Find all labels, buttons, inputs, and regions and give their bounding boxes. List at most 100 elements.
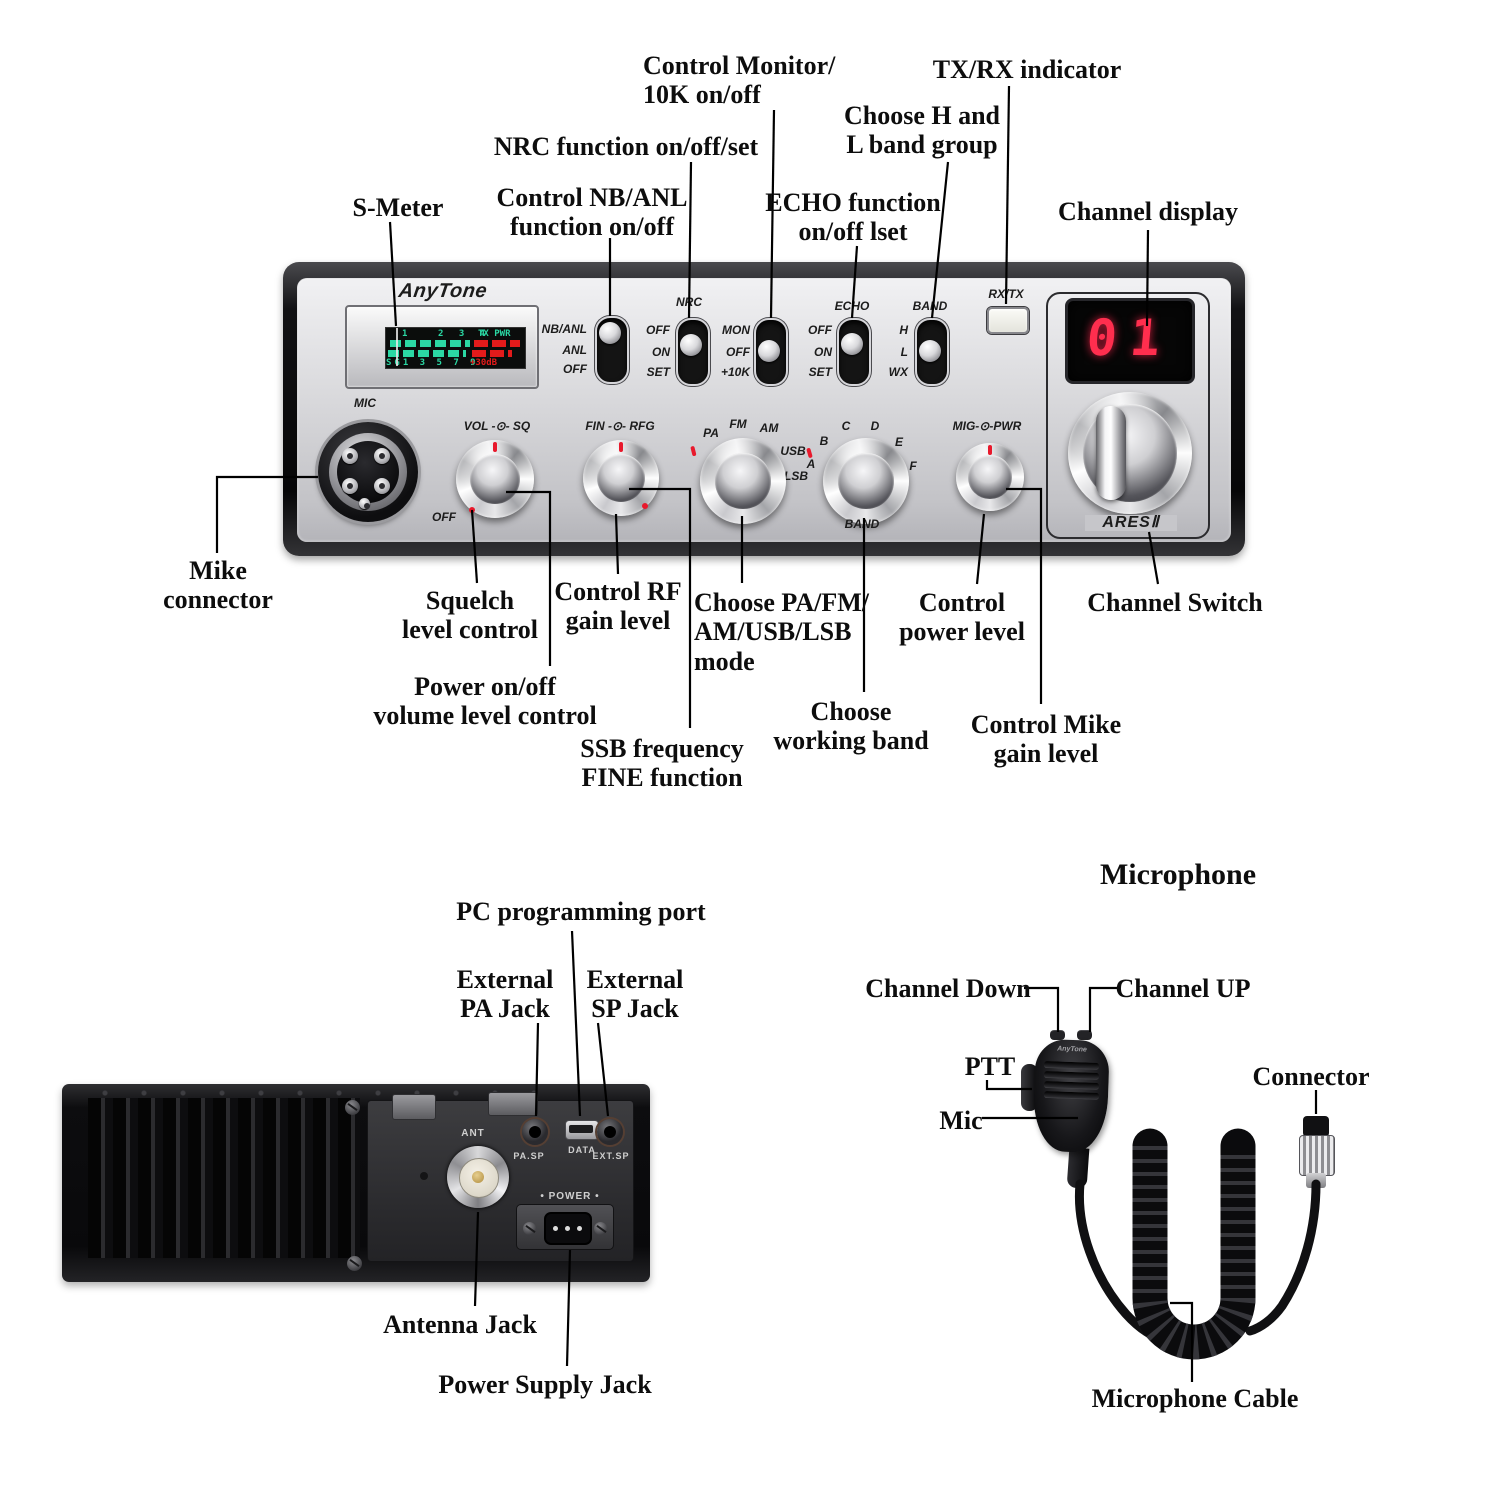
meter-green-bar-2 [388,350,466,357]
callout-power-supply: Power Supply Jack [438,1370,652,1399]
ext-sp-label: EXT.SP [592,1151,630,1161]
coil-ridges [1132,1146,1256,1360]
mic-connector-label: MIC [354,396,376,410]
callout-echo: ECHO function on/off lset [765,188,941,247]
anytone-logo: AnyTone [397,280,489,302]
callout-rf-gain: Control RF gain level [554,577,682,636]
switch-nbanl-option-bot: OFF [563,362,587,376]
power-screw-right [594,1222,607,1235]
callout-txrx: TX/RX indicator [932,55,1122,84]
monitor-10k-switch[interactable] [754,318,788,386]
antenna-jack-pin [472,1171,484,1183]
switch-band-option-bot: WX [888,365,908,379]
meter-s-scale: SG1 3 5 7 9 [386,358,479,368]
meter-needle [396,328,398,366]
hl-band-switch[interactable] [915,318,949,386]
microphone-neck [1066,1147,1090,1189]
mode-pa-label: PA [703,426,719,440]
vol-off-label: OFF [432,510,456,524]
cable-line [1170,1301,1194,1382]
band-e-label: E [894,435,903,449]
mode-usb-label: USB [780,444,806,458]
mode-knob[interactable] [690,438,786,524]
meter-scale-1: 1 [402,329,408,339]
callout-working-band: Choose working band [773,697,929,756]
working-band-knob[interactable] [806,438,909,524]
rx-tx-indicator [987,307,1029,334]
mic-plug-connector[interactable] [1299,1135,1335,1176]
channel-switch-knob[interactable] [1068,392,1192,514]
switch-echo-option-top: OFF [808,323,832,337]
vol-sq-label: VOL -⊙- SQ [463,419,531,433]
band-a-label: A [806,457,816,471]
data-label: DATA [568,1145,596,1155]
echo-switch[interactable] [837,318,871,386]
callout-mic: Mic [939,1106,983,1135]
volume-squelch-knob[interactable] [456,440,534,518]
switch-mon-option-mid: OFF [726,345,750,359]
nrc-switch[interactable] [676,318,710,386]
meter-30db-label: +30dB [470,358,498,368]
s-meter-window [385,327,526,369]
callout-connector: Connector [1252,1062,1370,1091]
band-f-label: F [909,459,917,473]
channel-display: 01 [1065,298,1195,384]
pa-sp-jack[interactable] [522,1119,548,1145]
switch-band-option-mid: L [900,345,908,359]
meter-red-bar-1 [474,340,520,347]
mike-connector-socket[interactable] [318,422,418,522]
callout-pc-port: PC programming port [456,897,706,926]
meter-scale-234: 2 3 4 [438,329,491,339]
rear-bracket-left [392,1094,436,1120]
data-port[interactable] [565,1120,599,1140]
mic-plug-collar [1306,1173,1326,1188]
switch-echo-title: ECHO [834,299,870,313]
band-d-label: D [870,419,880,433]
meter-red-bar-2 [472,350,512,357]
callout-antenna: Antenna Jack [383,1310,537,1339]
callout-channel-switch: Channel Switch [1087,588,1263,617]
power-supply-jack[interactable] [544,1212,592,1245]
pa-sp-label: PA.SP [513,1151,545,1161]
callout-ext-sp: External SP Jack [586,965,684,1024]
callout-channel-display: Channel display [1058,197,1238,226]
switch-nbanl-option-mid: ANL [562,343,587,357]
callout-ptt: PTT [964,1052,1016,1081]
channel-display-digits: 01 [1084,309,1176,367]
band-knob-caption: BAND [844,517,880,531]
callout-mode: Choose PA/FM/ AM/USB/LSB mode [694,588,869,676]
switch-nrc-title: NRC [676,295,702,309]
meter-green-bar-1 [390,340,470,347]
callout-nrc: NRC function on/off/set [493,132,759,161]
mic-gain-power-knob[interactable] [956,443,1024,511]
band-c-label: C [841,419,851,433]
nb-anl-switch[interactable] [595,316,629,384]
callout-mike-connector: Mike connector [163,556,273,615]
switch-nbanl-option-top: NB/ANL [541,322,587,336]
switch-nrc-option-bot: SET [646,365,670,379]
callout-nb-anl: Control NB/ANL function on/off [496,183,688,242]
microphone-title: Microphone [1099,858,1257,891]
channel-down-button[interactable] [1050,1030,1065,1040]
mode-lsb-label: LSB [784,469,808,483]
rear-vent-holes [100,1089,570,1097]
callout-power-level: Control power level [899,588,1025,647]
callout-ext-pa: External PA Jack [456,965,554,1024]
power-screw-left [523,1222,536,1235]
callout-band-group: Choose H and L band group [843,101,1001,160]
channel-up-button[interactable] [1077,1030,1092,1040]
callout-s-meter: S-Meter [352,193,444,222]
ext-sp-jack[interactable] [597,1119,623,1145]
callout-mike-gain: Control Mike gain level [970,710,1122,769]
band-b-label: B [819,434,829,448]
callout-microphone-cable: Microphone Cable [1091,1384,1299,1413]
fin-rfg-label: FIN -⊙- RFG [585,419,655,433]
callout-ssb-fine: SSB frequency FINE function [580,734,744,793]
mode-fm-label: FM [729,417,747,431]
rxtx-label: RX/TX [988,287,1024,301]
switch-echo-option-bot: SET [808,365,832,379]
switch-mon-option-top: MON [722,323,750,337]
plug-cable-lead [1245,1179,1321,1336]
switch-band-title: BAND [912,299,948,313]
